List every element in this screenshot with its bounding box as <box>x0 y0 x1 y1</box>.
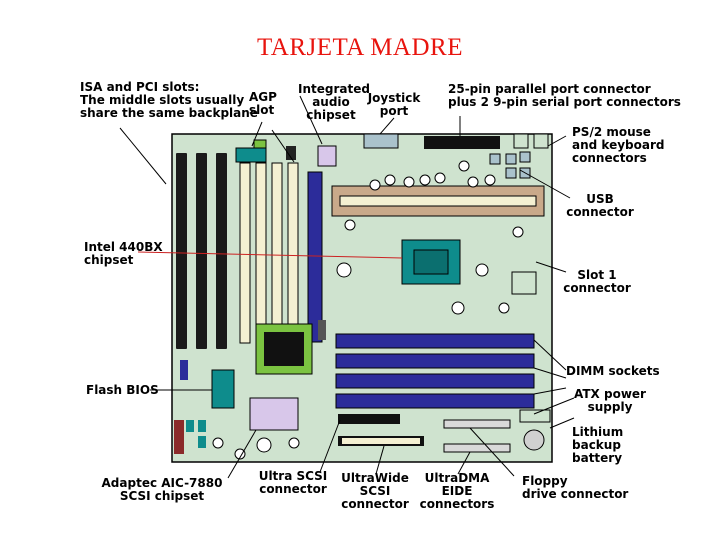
label-atx: ATX power supply <box>574 387 646 414</box>
small-chip <box>198 436 206 448</box>
ps2-port <box>513 133 529 149</box>
black-chip <box>286 146 296 160</box>
label-usb: USB connector <box>566 192 634 219</box>
leader-audio <box>299 95 323 145</box>
pci-slot <box>271 162 283 344</box>
label-isa-pci-slots: ISA and PCI slots: The middle slots usua… <box>80 80 258 120</box>
cpu-socket-block <box>511 271 537 295</box>
flash-bios-chip <box>211 369 235 409</box>
label-audio-chipset: Integrated audio chipset <box>298 82 370 122</box>
usb-port <box>505 167 517 179</box>
leader-lines <box>119 95 575 479</box>
adaptec-chip <box>255 323 313 375</box>
dimm-socket <box>335 393 535 409</box>
leader-atx <box>533 397 575 415</box>
isa-slot <box>196 153 207 349</box>
leader-agp-chip <box>271 129 295 163</box>
page-title: TARJETA MADRE <box>257 34 463 61</box>
intel-440bx-chip <box>401 239 461 285</box>
leader-440bx <box>137 251 403 259</box>
isa-slot <box>176 153 187 349</box>
blue-jumper <box>180 360 188 380</box>
dimm-socket <box>335 373 535 389</box>
eide-connector <box>443 419 511 429</box>
leader-ultrawide <box>375 445 385 475</box>
ultra-scsi-connector <box>338 414 400 424</box>
capacitors <box>212 160 524 460</box>
slot1-connector <box>331 185 545 217</box>
label-floppy: Floppy drive connector <box>522 474 629 501</box>
green-chip <box>253 139 267 149</box>
leader-dimm-b <box>533 367 567 379</box>
motherboard-board <box>171 133 553 463</box>
teal-chip <box>235 147 267 163</box>
isa-slots <box>176 153 227 349</box>
pci-slot <box>239 162 251 344</box>
usb-port <box>489 153 501 165</box>
small-chip <box>186 420 194 432</box>
eide-connector <box>443 443 511 453</box>
ultrawide-inner <box>342 438 420 444</box>
leader-dimm <box>533 339 567 371</box>
label-ultrawide-scsi: UltraWide SCSI connector <box>341 471 409 511</box>
label-440bx: Intel 440BX chipset <box>84 240 163 267</box>
leader-adaptec <box>227 429 257 479</box>
lithium-battery <box>523 429 545 451</box>
label-ps2: PS/2 mouse and keyboard connectors <box>572 125 665 165</box>
usb-port <box>505 153 517 165</box>
label-ultra-scsi: Ultra SCSI connector <box>258 469 328 496</box>
dimm-socket <box>335 333 535 349</box>
joystick-port <box>363 133 399 149</box>
leader-lithium <box>549 417 575 429</box>
leader-ultra-scsi <box>319 419 341 473</box>
leader-isa-pci <box>119 127 167 185</box>
small-chip <box>198 420 206 432</box>
usb-port <box>519 151 531 163</box>
label-parallel-serial: 25-pin parallel port connector plus 2 9-… <box>448 82 681 109</box>
label-dimm: DIMM sockets <box>566 364 660 378</box>
leader-floppy <box>469 427 515 477</box>
label-slot1: Slot 1 connector <box>563 268 631 295</box>
leader-joystick <box>379 117 395 135</box>
small-connector <box>318 320 326 340</box>
leader-eide <box>457 451 471 475</box>
audio-chip <box>317 145 337 167</box>
isa-slot <box>216 153 227 349</box>
pci-slot <box>287 162 299 344</box>
label-agp-slot: AGP slot <box>249 90 277 117</box>
label-ultradma-eide: UltraDMA EIDE connectors <box>419 471 495 511</box>
label-adaptec: Adaptec AIC-7880 SCSI chipset <box>101 476 223 503</box>
leader-dimm-c <box>533 387 567 395</box>
leader-usb <box>519 169 571 199</box>
atx-power-connector <box>519 409 551 423</box>
leader-agp <box>251 121 263 147</box>
label-lithium: Lithium backup battery <box>572 425 624 465</box>
leader-ps2 <box>547 135 567 147</box>
adaptec-scsi-chip <box>249 397 299 431</box>
ps2-port <box>533 133 549 149</box>
pci-slot <box>255 162 267 344</box>
label-joystick-port: Joystick port <box>367 91 421 118</box>
red-jumper <box>174 420 184 454</box>
agp-slot <box>307 171 323 343</box>
parallel-port <box>424 136 500 149</box>
dimm-socket <box>335 353 535 369</box>
dimm-sockets <box>335 333 535 409</box>
leader-slot1 <box>535 261 567 273</box>
label-flash-bios: Flash BIOS <box>86 383 159 397</box>
